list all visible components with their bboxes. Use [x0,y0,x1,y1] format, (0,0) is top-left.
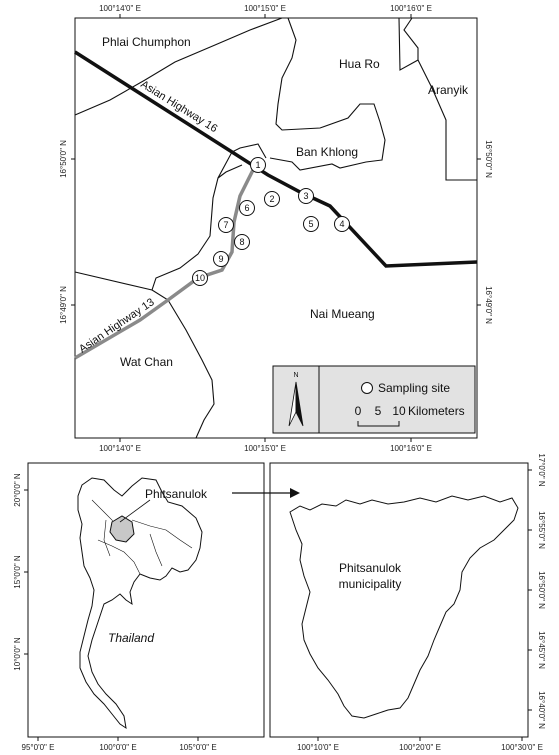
scale-10: 10 [392,404,406,418]
label-municipality-line2: municipality [339,577,402,591]
left-map-lat-1: 20°0'0" N [13,473,22,507]
left-tick-2: 16°49'0" N [59,286,68,324]
area-aranyik: Aranyik [428,83,469,97]
right-map-lat-4: 16°45'0" N [537,631,546,669]
arrow-right-icon [232,488,300,498]
legend: N Sampling site 0 5 10 Kilometers [272,365,476,434]
sampling-sites: 1 2 3 4 5 6 7 8 9 10 [192,157,350,286]
left-map-lon-1: 95°0'0" E [22,743,55,752]
phitsanulok-province-highlight [109,515,135,543]
site-5: 5 [303,216,319,232]
left-map-lon-2: 100°0'0" E [99,743,136,752]
top-map: 100°14'0" E 100°15'0" E 100°16'0" E 100°… [59,4,493,453]
scale-5: 5 [375,404,382,418]
municipality-outline [289,495,519,719]
bottom-tick-1: 100°14'0" E [99,444,141,453]
scale-unit: Kilometers [408,404,465,418]
site-9: 9 [213,251,229,267]
right-map: 17°0'0" N 16°55'0" N 16°50'0" N 16°45'0"… [269,453,546,752]
site-2: 2 [264,191,280,207]
label-asian-highway-13: Asian Highway 13 [77,296,157,355]
right-map-lat-5: 16°40'0" N [537,691,546,729]
right-tick-2: 16°49'0" N [484,286,493,324]
left-tick-1: 16°50'0" N [59,140,68,178]
svg-text:7: 7 [223,220,228,230]
site-6: 6 [239,200,255,216]
site-4: 4 [334,216,350,232]
svg-text:10: 10 [195,273,205,283]
svg-text:1: 1 [255,160,260,170]
top-map-frame [74,17,478,439]
asian-highway-13 [74,167,256,360]
bottom-tick-3: 100°16'0" E [390,444,432,453]
left-map-lat-2: 15°0'0" N [13,555,22,589]
top-tick-1: 100°14'0" E [99,4,141,13]
svg-text:5: 5 [308,219,313,229]
area-ban-khlong: Ban Khlong [296,145,358,159]
right-map-lat-3: 16°50'0" N [537,571,546,609]
scale-0: 0 [355,404,362,418]
north-label: N [293,372,298,379]
svg-text:4: 4 [339,219,344,229]
area-hua-ro: Hua Ro [339,57,380,71]
right-map-lat-1: 17°0'0" N [537,453,546,487]
area-phlai-chumphon: Phlai Chumphon [102,35,191,49]
area-nai-mueang: Nai Mueang [310,307,375,321]
site-10: 10 [192,270,208,286]
legend-sampling-site: Sampling site [378,381,450,395]
area-wat-chan: Wat Chan [120,355,173,369]
label-asian-highway-16: Asian Highway 16 [138,78,219,135]
label-thailand: Thailand [108,631,154,645]
svg-text:3: 3 [303,191,308,201]
right-map-frame [269,462,529,738]
site-3: 3 [298,188,314,204]
label-municipality-line1: Phitsanulok [339,561,402,575]
svg-text:2: 2 [269,194,274,204]
site-7: 7 [218,217,234,233]
svg-text:8: 8 [239,237,244,247]
label-phitsanulok: Phitsanulok [145,487,208,501]
left-map-frame [27,462,265,738]
svg-text:9: 9 [218,254,223,264]
left-map-lon-3: 105°0'0" E [179,743,216,752]
right-tick-1: 16°50'0" N [484,140,493,178]
site-8: 8 [234,234,250,250]
right-map-lon-1: 100°10'0" E [297,743,339,752]
bottom-tick-2: 100°15'0" E [244,444,286,453]
svg-text:6: 6 [244,203,249,213]
left-map-lat-3: 10°0'0" N [13,637,22,671]
thailand-outline [77,477,203,730]
right-map-lon-3: 100°30'0" E [501,743,543,752]
site-1: 1 [250,157,266,173]
right-map-lon-2: 100°20'0" E [399,743,441,752]
scale-bar [357,421,400,427]
top-tick-3: 100°16'0" E [390,4,432,13]
left-map: 20°0'0" N 15°0'0" N 10°0'0" N 95°0'0" E … [13,462,265,752]
right-map-lat-2: 16°55'0" N [537,511,546,549]
legend-box [272,365,476,434]
sampling-site-symbol-icon [361,382,373,394]
top-tick-2: 100°15'0" E [244,4,286,13]
